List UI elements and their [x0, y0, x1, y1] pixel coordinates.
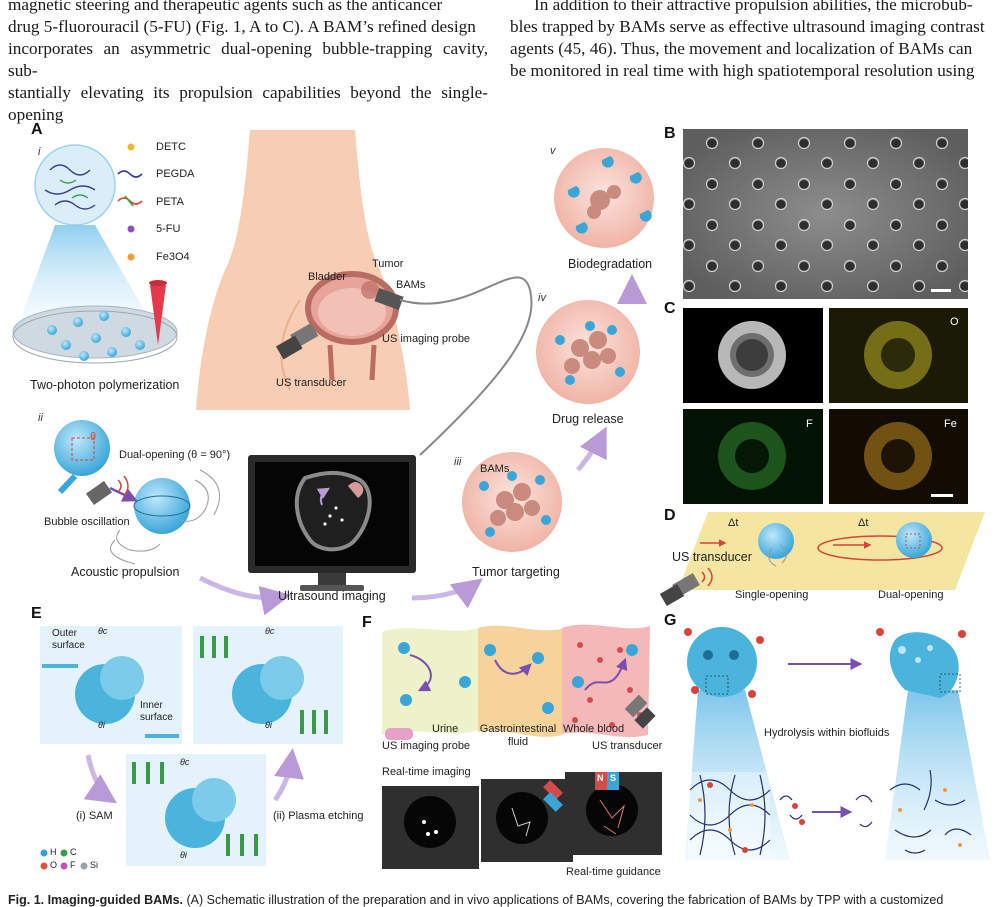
label-biodegradation: Biodegradation [568, 257, 653, 271]
body-text-left: magnetic steering and therapeutic agents… [8, 0, 488, 126]
label-sam: (i) SAM [76, 810, 113, 822]
label-theta-i-3: θi [180, 850, 187, 860]
label-element-f: F [806, 418, 813, 430]
text-line: magnetic steering and therapeutic agents… [8, 0, 443, 14]
label-theta-i-1: θi [98, 720, 105, 730]
text-line: be monitored in real time with high spat… [510, 61, 975, 80]
roman-iv: iv [538, 292, 546, 304]
label-us-transducer: US transducer [276, 377, 347, 389]
panel-letter-d: D [664, 507, 676, 524]
label-dual-opening: Dual-opening (θ = 90°) [119, 449, 231, 461]
label-f-us-imaging-probe: US imaging probe [382, 740, 471, 752]
label-plasma-etching: (ii) Plasma etching [273, 810, 364, 822]
label-theta-c-3: θc [180, 757, 190, 767]
label-bams: BAMs [396, 279, 426, 291]
label-gastrointestinal: Gastrointestinal fluid [479, 723, 557, 748]
label-element-h: H [50, 847, 57, 857]
label-d-us-transducer: US transducer [672, 550, 752, 564]
text-line: agents (45, 46). Thus, the movement and … [510, 39, 973, 58]
label-drug-release: Drug release [552, 412, 624, 426]
text-line: drug 5-fluorouracil (5-FU) (Fig. 1, A to… [8, 17, 476, 36]
panel-letter-g: G [664, 612, 677, 629]
label-single-opening: Single-opening [735, 589, 809, 601]
roman-i: i [38, 146, 41, 158]
caption-bold: Fig. 1. Imaging-guided BAMs. [8, 893, 183, 907]
label-dt-1: Δt [728, 517, 739, 529]
label-theta: θ [90, 431, 97, 443]
panel-letter-b: B [664, 125, 676, 142]
label-whole-blood: Whole blood [563, 723, 625, 735]
panel-letter-e: E [31, 605, 42, 622]
legend-peta: PETA [156, 196, 184, 208]
label-tumor-targeting: Tumor targeting [472, 565, 560, 579]
label-realtime-guidance: Real-time guidance [566, 866, 661, 878]
label-theta-i-2: θi [265, 720, 272, 730]
label-magnet-n: N [597, 773, 604, 783]
label-two-photon: Two-photon polymerization [30, 378, 180, 392]
label-element-c: C [70, 847, 77, 857]
figure-caption: Fig. 1. Imaging-guided BAMs. (A) Schemat… [8, 893, 998, 907]
panel-letter-c: C [664, 300, 676, 317]
label-theta-c-1: θc [98, 626, 108, 636]
label-bams-iii: BAMs [480, 463, 510, 475]
caption-text: (A) Schematic illustration of the prepar… [183, 893, 944, 907]
roman-v: v [550, 145, 556, 157]
label-element-o: O [950, 316, 959, 328]
label-element-f-e: F [70, 860, 76, 870]
text-line: incorporates an asymmetric dual-opening … [8, 39, 488, 80]
label-ultrasound-imaging: Ultrasound imaging [278, 589, 386, 603]
label-realtime-imaging: Real-time imaging [382, 766, 471, 778]
body-text-right: In addition to their attractive propulsi… [510, 0, 990, 82]
label-acoustic-propulsion: Acoustic propulsion [71, 565, 180, 579]
label-bladder: Bladder [308, 271, 346, 283]
text-line: bles trapped by BAMs serve as effective … [510, 17, 985, 36]
label-bubble-oscillation: Bubble oscillation [44, 516, 130, 528]
text-line: In addition to their attractive propulsi… [534, 0, 973, 14]
legend-detc: DETC [156, 141, 186, 153]
label-element-fe: Fe [944, 418, 957, 430]
label-magnet-s: S [610, 773, 617, 783]
label-inner-surface: Inner surface [140, 700, 173, 723]
panel-letter-f: F [362, 614, 372, 631]
label-element-si: Si [90, 860, 99, 870]
text-line: stantially elevating its propulsion capa… [8, 83, 488, 124]
legend-5fu: 5-FU [156, 223, 181, 235]
label-element-o-e: O [50, 860, 58, 870]
label-urine: Urine [432, 723, 459, 735]
label-hydrolysis: Hydrolysis within biofluids [764, 727, 890, 739]
label-theta-c-2: θc [265, 626, 275, 636]
label-us-imaging-probe: US imaging probe [382, 333, 471, 345]
legend-pegda: PEGDA [156, 168, 195, 180]
roman-iii: iii [454, 456, 462, 468]
label-tumor: Tumor [372, 258, 404, 270]
legend-fe3o4: Fe3O4 [156, 251, 190, 263]
label-f-us-transducer: US transducer [592, 740, 663, 752]
label-outer-surface: Outer surface [52, 628, 85, 651]
panel-letter-a: A [31, 121, 43, 138]
label-dual-opening-d: Dual-opening [878, 589, 944, 601]
roman-ii: ii [38, 412, 43, 424]
label-dt-2: Δt [858, 517, 869, 529]
